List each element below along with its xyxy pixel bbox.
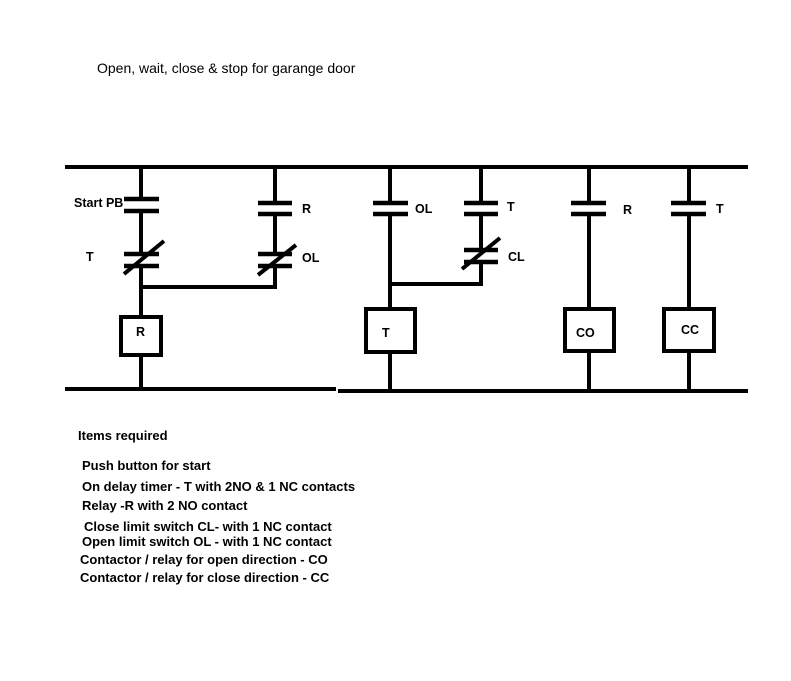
rung-1: R Start PB T R OL <box>74 167 320 389</box>
items-heading: Items required <box>78 428 168 443</box>
r-no-label-1: R <box>302 202 311 216</box>
item-line: Contactor / relay for open direction - C… <box>80 552 328 567</box>
start-pb-contact <box>124 196 159 214</box>
t-no-label-1: T <box>507 200 515 214</box>
cl-nc-label: CL <box>508 250 525 264</box>
coil-t <box>364 307 417 354</box>
start-pb-label: Start PB <box>74 196 123 210</box>
coil-co-label: CO <box>576 326 595 340</box>
t-nc-contact <box>122 239 166 276</box>
t-nc-label: T <box>86 250 94 264</box>
r-no-label-2: R <box>623 203 632 217</box>
r-no-contact-2 <box>571 200 606 217</box>
ol-nc-label-1: OL <box>302 251 320 265</box>
item-line: Relay -R with 2 NO contact <box>82 498 248 513</box>
rung-4: CC T <box>662 167 724 391</box>
item-line: On delay timer - T with 2NO & 1 NC conta… <box>82 479 355 494</box>
diagram-title: Open, wait, close & stop for garange doo… <box>97 60 356 76</box>
coil-cc <box>662 307 716 353</box>
item-line: Push button for start <box>82 458 211 473</box>
r-no-contact-1 <box>258 200 292 217</box>
coil-cc-label: CC <box>681 323 699 337</box>
item-line: Contactor / relay for close direction - … <box>80 570 330 585</box>
rung-3: CO R <box>563 167 632 391</box>
rung-2: T OL T CL <box>364 167 525 391</box>
t-no-contact-2 <box>671 200 706 217</box>
item-line: Close limit switch CL- with 1 NC contact <box>84 519 332 534</box>
item-line: Open limit switch OL - with 1 NC contact <box>82 534 332 549</box>
t-no-label-2: T <box>716 202 724 216</box>
t-no-contact-1 <box>464 200 498 217</box>
ol-no-contact <box>373 200 408 217</box>
coil-r-label: R <box>136 325 145 339</box>
coil-t-label: T <box>382 326 390 340</box>
ol-no-label: OL <box>415 202 433 216</box>
